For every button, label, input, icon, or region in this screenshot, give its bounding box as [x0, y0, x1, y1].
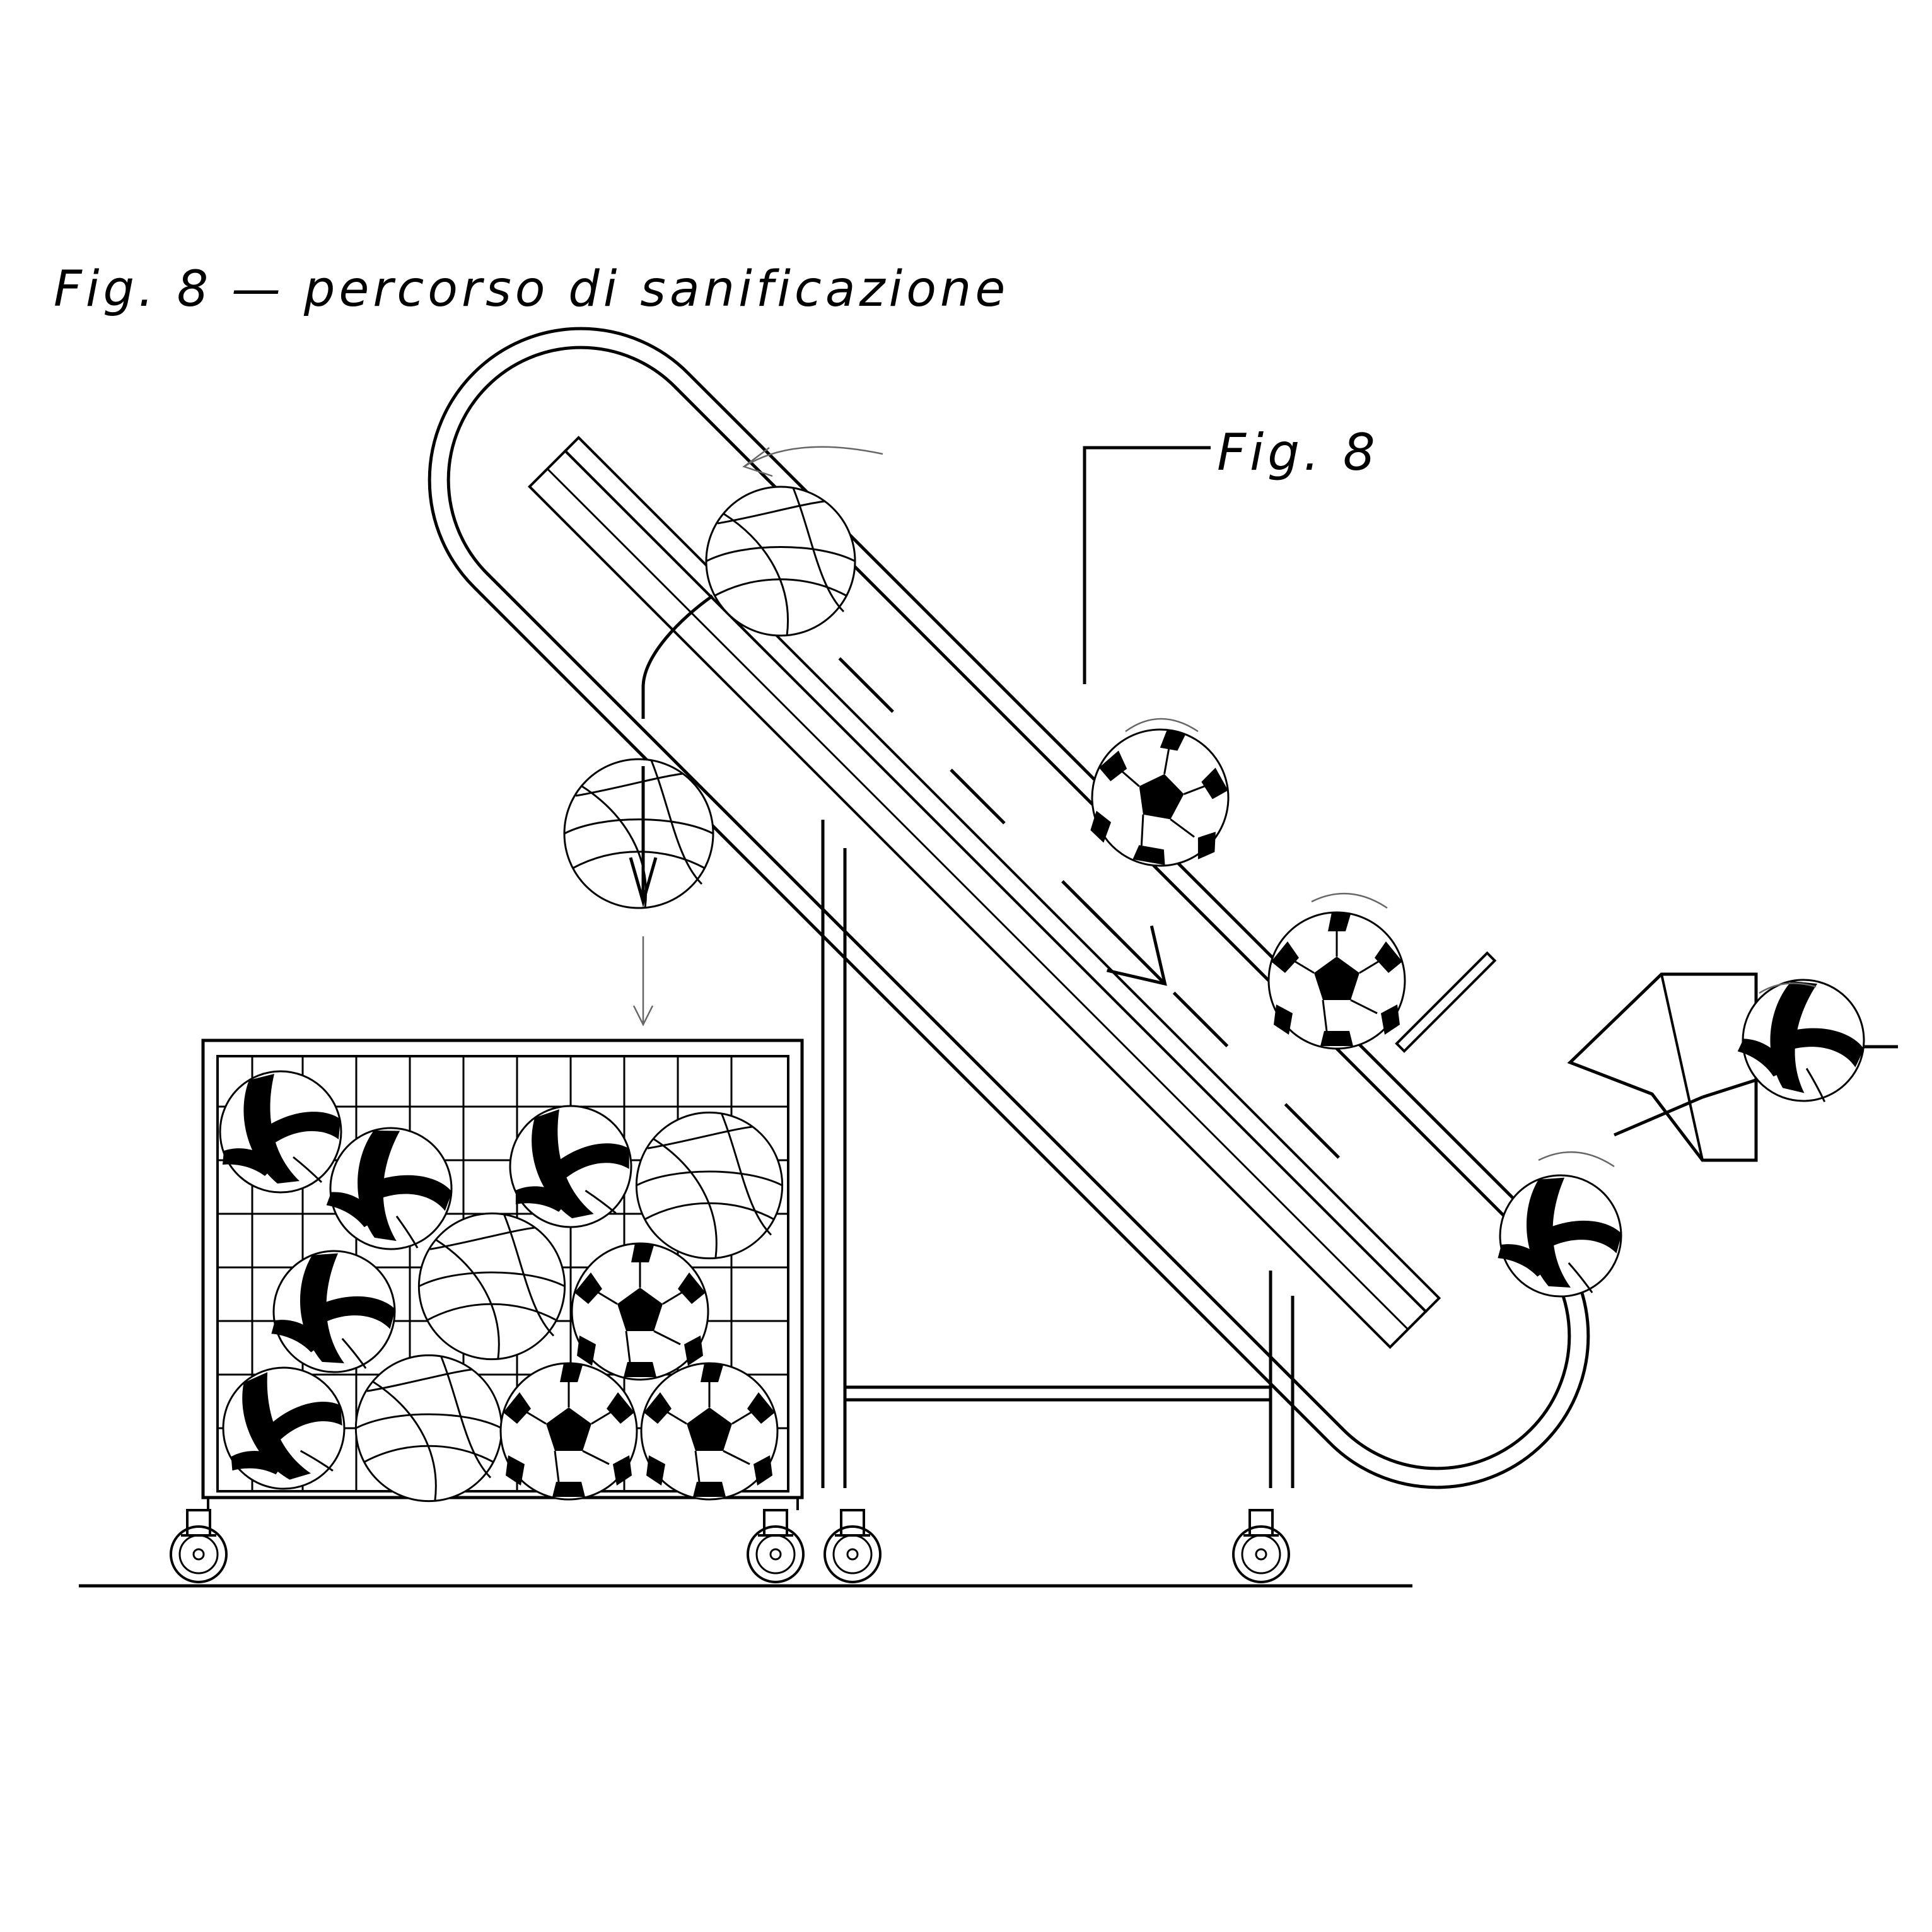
figure-title: Fig. 8 — percorso di sanificazione — [54, 261, 1009, 318]
sanitizing-conveyor-tube — [428, 327, 1590, 1489]
ball-storage-cage — [201, 1039, 804, 1510]
ball-in-tube-mid — [1267, 911, 1406, 1050]
ball-in-tube-upper — [1080, 718, 1240, 878]
exit-trajectory — [641, 594, 714, 719]
inlet-feed-guide-2 — [1614, 1095, 1703, 1137]
fall-guide-arrow — [632, 1005, 654, 1027]
callout-leader — [1083, 446, 1211, 684]
frame-caster-left — [823, 1509, 882, 1583]
ball-in-tube-bottom — [1489, 1165, 1632, 1307]
support-frame — [821, 820, 1295, 1488]
ball-entering — [1725, 962, 1882, 1119]
rotation-arrows — [742, 446, 1817, 1168]
frame-caster-right — [1232, 1509, 1290, 1583]
tube-bracket — [1386, 951, 1515, 1199]
fall-arrow-head — [629, 857, 658, 908]
cage-caster-left — [170, 1509, 228, 1583]
callout-label: Fig. 8 — [1217, 423, 1379, 482]
ball-in-tube-top — [705, 486, 856, 637]
inlet-hopper — [1567, 972, 1758, 1162]
cage-caster-right — [747, 1509, 805, 1583]
